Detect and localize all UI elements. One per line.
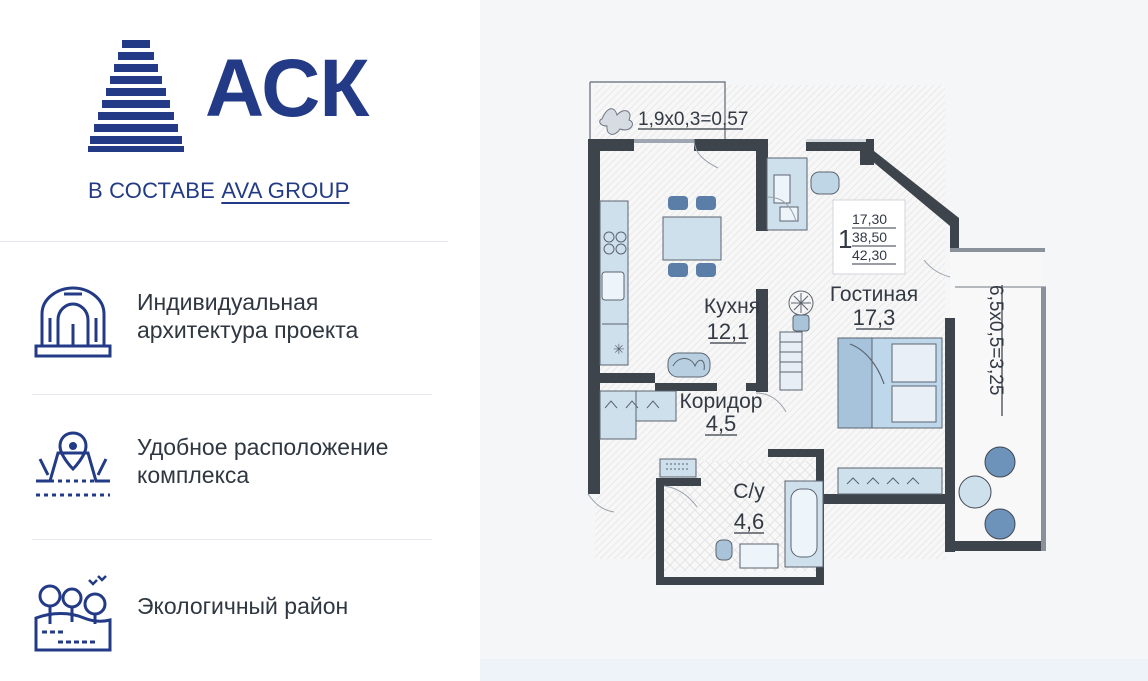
feature-location-text: Удобное расположение комплекса	[137, 433, 437, 489]
eco-icon	[34, 575, 112, 652]
feature-architecture-line-1: Индивидуальная	[137, 289, 319, 315]
logo-group-link[interactable]: AVA GROUP	[221, 178, 350, 203]
feature-location-line-2: комплекса	[137, 462, 250, 488]
living-furniture	[766, 157, 943, 495]
living-room-area: 17,3	[853, 305, 896, 330]
divider-middle-1	[32, 394, 432, 395]
divider-top	[0, 241, 448, 242]
top-balcony-area: 1,9х0,3=0,57	[638, 109, 748, 130]
logo-mark-icon	[88, 40, 184, 152]
logo-word: АСК	[205, 43, 369, 134]
room-count: 1	[838, 224, 852, 254]
living-room-name: Гостиная	[830, 283, 918, 306]
side-balcony-area: 6,5х0,5=3,25	[985, 285, 1006, 395]
architecture-icon	[34, 286, 112, 358]
logo-subtitle-prefix: В СОСТАВЕ	[88, 178, 215, 203]
corridor-area: 4,5	[706, 411, 737, 436]
bathroom-area: 4,6	[734, 509, 765, 534]
bathroom-name: С/у	[733, 480, 765, 503]
side-balcony-furniture	[958, 446, 1016, 540]
feature-architecture-text: Индивидуальная архитектура проекта	[137, 288, 437, 344]
feature-architecture-line-2: архитектура проекта	[137, 317, 359, 343]
svg-text:✳: ✳	[613, 342, 625, 358]
feature-eco: Экологичный район	[32, 570, 452, 660]
total-area: 38,50	[852, 229, 887, 245]
floor-plan-panel: ✳	[480, 0, 1148, 681]
location-icon	[36, 431, 110, 497]
company-logo: АСК В СОСТАВЕ AVA GROUP	[88, 40, 398, 210]
logo-subtitle: В СОСТАВЕ AVA GROUP	[88, 180, 349, 202]
bottom-strip	[480, 659, 1148, 681]
windows	[634, 139, 1046, 288]
kitchen-area: 12,1	[707, 319, 750, 344]
corridor-and-bath	[599, 390, 824, 569]
divider-middle-2	[32, 539, 432, 540]
living-area: 17,30	[852, 211, 887, 227]
left-panel: АСК В СОСТАВЕ AVA GROUP Индивидуальная а…	[0, 0, 480, 681]
feature-location-line-1: Удобное расположение	[137, 434, 389, 460]
top-balcony	[589, 81, 726, 139]
feature-eco-text: Экологичный район	[137, 578, 437, 620]
corridor-name: Коридор	[680, 390, 763, 413]
kitchen-furniture: ✳	[599, 196, 722, 378]
kitchen-name: Кухня	[704, 295, 760, 318]
feature-eco-line-1: Экологичный район	[137, 593, 349, 619]
overall-area: 42,30	[852, 247, 887, 263]
feature-location: Удобное расположение комплекса	[32, 425, 452, 515]
feature-architecture: Индивидуальная архитектура проекта	[32, 280, 452, 370]
door-arcs	[587, 138, 951, 513]
floor-plan: ✳	[587, 81, 1046, 585]
